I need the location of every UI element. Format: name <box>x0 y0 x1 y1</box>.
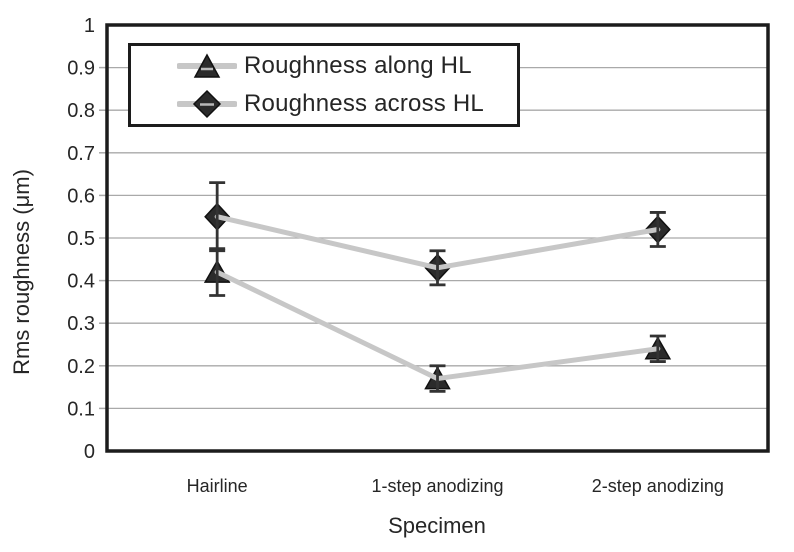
legend-label-across: Roughness across HL <box>244 89 484 117</box>
y-tick-label: 0.1 <box>67 398 95 420</box>
series-line <box>214 269 661 382</box>
y-tick-label: 1 <box>84 15 95 37</box>
x-category-label: 1-step anodizing <box>371 476 503 496</box>
y-tick-label: 0.9 <box>67 58 95 80</box>
y-tick-label: 0.3 <box>67 313 95 335</box>
x-axis-title: Specimen <box>388 513 486 538</box>
legend-label-along: Roughness along HL <box>244 52 472 80</box>
diamond-series-swatch-icon <box>177 89 237 118</box>
legend-entry-across: Roughness across HL <box>177 87 517 121</box>
y-axis-title: Rms roughness (μm) <box>9 169 34 375</box>
y-tick-label: 0.8 <box>67 100 95 122</box>
x-category-label: Hairline <box>187 476 248 496</box>
y-tick-label: 0.7 <box>67 143 95 165</box>
legend-entry-along: Roughness along HL <box>177 49 517 83</box>
plot-border <box>105 23 770 453</box>
legend: Roughness along HL Roughness across HL <box>128 43 520 127</box>
y-tick-label: 0.6 <box>67 185 95 207</box>
y-tick-label: 0.4 <box>67 271 95 293</box>
triangle-series-swatch-icon <box>177 53 237 79</box>
y-tick-label: 0.5 <box>67 228 95 250</box>
y-tick-label: 0.2 <box>67 356 95 378</box>
y-tick-label: 0 <box>84 441 95 463</box>
x-category-label: 2-step anodizing <box>592 476 724 496</box>
